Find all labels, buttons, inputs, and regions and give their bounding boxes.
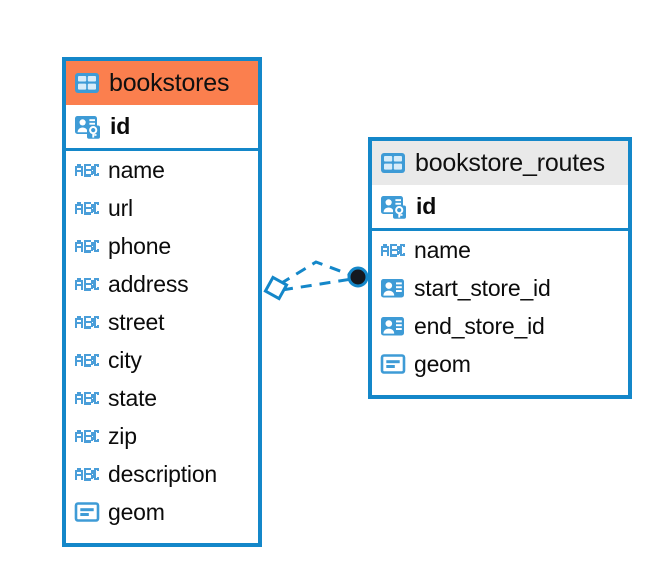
abc-text-icon: [74, 277, 100, 291]
field-label: name: [108, 156, 165, 183]
field-row-name[interactable]: name: [372, 231, 628, 269]
abc-text-icon: [74, 201, 100, 215]
entity-table-bookstores[interactable]: bookstores: [62, 57, 262, 547]
primary-key-icon: [380, 194, 408, 220]
foreign-key-icon: [380, 277, 406, 299]
abc-text-icon: [74, 467, 100, 481]
field-row-end-store-id[interactable]: end_store_id: [372, 307, 628, 345]
table-icon: [380, 152, 406, 174]
geometry-icon: [380, 353, 406, 375]
abc-text-icon: [74, 315, 100, 329]
field-row-name[interactable]: name: [66, 151, 258, 189]
entity-title: bookstore_routes: [415, 148, 605, 177]
field-row-id[interactable]: id: [66, 105, 258, 148]
field-label: geom: [414, 350, 471, 377]
field-row-description[interactable]: description: [66, 455, 258, 493]
field-row-address[interactable]: address: [66, 265, 258, 303]
field-row-street[interactable]: street: [66, 303, 258, 341]
field-row-geom[interactable]: geom: [66, 493, 258, 531]
field-row-url[interactable]: url: [66, 189, 258, 227]
abc-text-icon: [74, 239, 100, 253]
field-label: zip: [108, 422, 137, 449]
field-label: state: [108, 384, 157, 411]
field-label: city: [108, 346, 142, 373]
field-row-start-store-id[interactable]: start_store_id: [372, 269, 628, 307]
entity-title: bookstores: [109, 68, 230, 97]
field-label: id: [110, 113, 131, 139]
field-label: name: [414, 236, 471, 263]
foreign-key-icon: [380, 315, 406, 337]
field-row-state[interactable]: state: [66, 379, 258, 417]
field-group: name url: [66, 151, 258, 531]
entity-header-bookstore-routes[interactable]: bookstore_routes: [372, 141, 628, 185]
field-label: geom: [108, 498, 165, 525]
abc-text-icon: [74, 429, 100, 443]
primary-key-group: id: [372, 185, 628, 231]
field-label: url: [108, 194, 133, 221]
field-row-zip[interactable]: zip: [66, 417, 258, 455]
abc-text-icon: [74, 391, 100, 405]
entity-header-bookstores[interactable]: bookstores: [66, 61, 258, 105]
relationship-line-upper: [279, 260, 357, 286]
field-label: id: [416, 193, 437, 219]
field-label: description: [108, 460, 218, 487]
field-row-id[interactable]: id: [372, 185, 628, 228]
field-label: street: [108, 308, 165, 335]
field-row-phone[interactable]: phone: [66, 227, 258, 265]
field-label: phone: [108, 232, 171, 259]
geometry-icon: [74, 501, 100, 523]
table-icon: [74, 72, 100, 94]
field-row-geom[interactable]: geom: [372, 345, 628, 383]
field-label: address: [108, 270, 189, 297]
field-group: name start_store_id: [372, 231, 628, 383]
primary-key-group: id: [66, 105, 258, 151]
relationship-line-lower: [281, 277, 353, 292]
primary-key-icon: [74, 114, 102, 140]
abc-text-icon: [74, 163, 100, 177]
field-label: start_store_id: [414, 274, 551, 301]
abc-text-icon: [74, 353, 100, 367]
relationship-circle-marker: [347, 266, 369, 288]
relationship-diamond-marker: [263, 275, 289, 301]
field-label: end_store_id: [414, 312, 545, 339]
field-row-city[interactable]: city: [66, 341, 258, 379]
entity-table-bookstore-routes[interactable]: bookstore_routes: [368, 137, 632, 399]
abc-text-icon: [380, 243, 406, 257]
